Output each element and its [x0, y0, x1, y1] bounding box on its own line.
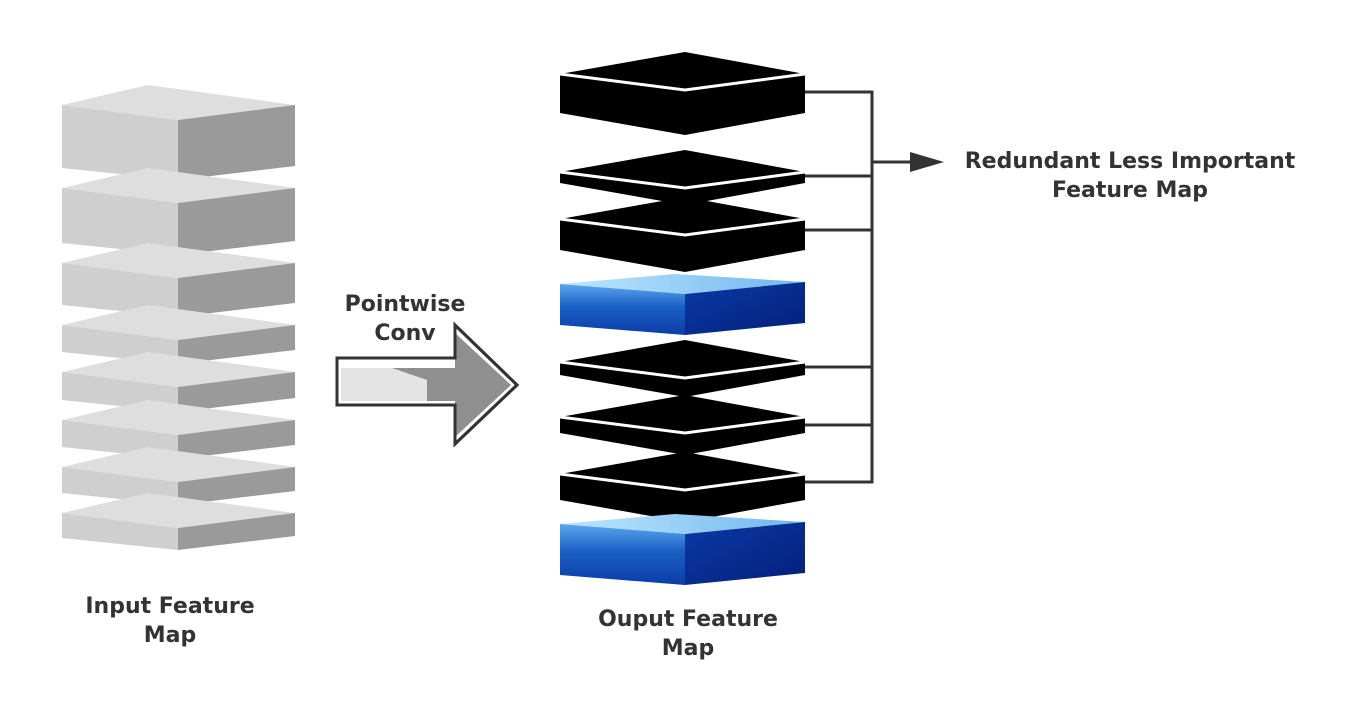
input-layer-front [62, 263, 178, 317]
input-layer-top [62, 400, 295, 435]
output-feature-map-label: Ouput Feature Map [578, 605, 798, 663]
redundant-output-layer [559, 197, 806, 272]
black-layer-body [560, 395, 805, 455]
input-layer-front [62, 105, 178, 180]
input-layer-top [62, 305, 295, 340]
blue-layer-front [560, 524, 685, 585]
input-layer [62, 168, 295, 255]
redundant-arrow-head-icon [910, 152, 944, 172]
input-layer-side [178, 513, 295, 550]
conv-label-line2: Conv [374, 321, 436, 346]
input-layer-top [62, 168, 295, 203]
blue-layer-side [685, 282, 805, 335]
redundant-bracket-connector [805, 90, 913, 484]
input-layer [62, 352, 295, 412]
input-layer-top [62, 447, 295, 482]
important-output-layer [560, 274, 805, 335]
important-output-layer [560, 514, 805, 585]
black-layer-edge [559, 170, 806, 190]
output-feature-map-stack [559, 52, 806, 585]
input-layer-top [62, 352, 295, 387]
output-label-line1: Ouput Feature [598, 607, 778, 632]
black-layer-body [560, 150, 805, 205]
pointwise-conv-label: Pointwise Conv [320, 290, 490, 348]
redundant-output-layer [559, 150, 806, 205]
input-layer-side [178, 372, 295, 412]
input-feature-map-label: Input Feature Map [70, 592, 270, 650]
input-layer-side [178, 263, 295, 317]
blue-layer-side [685, 522, 805, 585]
input-layer [62, 85, 295, 180]
black-layer-edge [559, 415, 806, 435]
input-layer [62, 243, 295, 317]
input-layer-side [178, 105, 295, 180]
input-layer [62, 305, 295, 364]
pointwise-conv-arrow [335, 321, 520, 448]
black-layer-edge [559, 360, 806, 380]
input-layer-top [62, 493, 295, 528]
input-layer-side [178, 325, 295, 364]
redundant-feature-map-label: Redundant Less Important Feature Map [945, 147, 1315, 205]
blue-layer-top [560, 274, 805, 294]
input-label-line1: Input Feature [85, 594, 255, 619]
input-layer-top [62, 243, 295, 278]
black-layer-edge [559, 72, 806, 92]
input-layer [62, 447, 295, 505]
input-layer-side [178, 188, 295, 255]
black-layer-body [560, 340, 805, 397]
redundant-label-line2: Feature Map [1052, 178, 1208, 203]
redundant-output-layer [559, 452, 806, 522]
input-feature-map-stack [62, 85, 295, 550]
black-layer-edge [559, 472, 806, 492]
black-layer-edge [559, 217, 806, 237]
redundant-label-line1: Redundant Less Important [964, 149, 1296, 174]
input-layer-top [62, 85, 295, 120]
conv-label-line1: Pointwise [344, 292, 466, 317]
blue-layer-front [560, 284, 685, 335]
redundant-output-layer [559, 52, 806, 135]
redundant-output-layer [559, 340, 806, 397]
input-layer-side [178, 420, 295, 459]
black-layer-body [560, 52, 805, 135]
output-label-line2: Map [661, 636, 715, 661]
redundant-output-layer [559, 395, 806, 455]
blue-layer-top [560, 514, 805, 534]
input-layer [62, 400, 295, 459]
input-layer [62, 493, 295, 550]
input-layer-front [62, 513, 178, 550]
black-layer-body [560, 452, 805, 522]
input-layer-side [178, 467, 295, 505]
input-label-line2: Map [143, 623, 197, 648]
input-layer-front [62, 188, 178, 255]
